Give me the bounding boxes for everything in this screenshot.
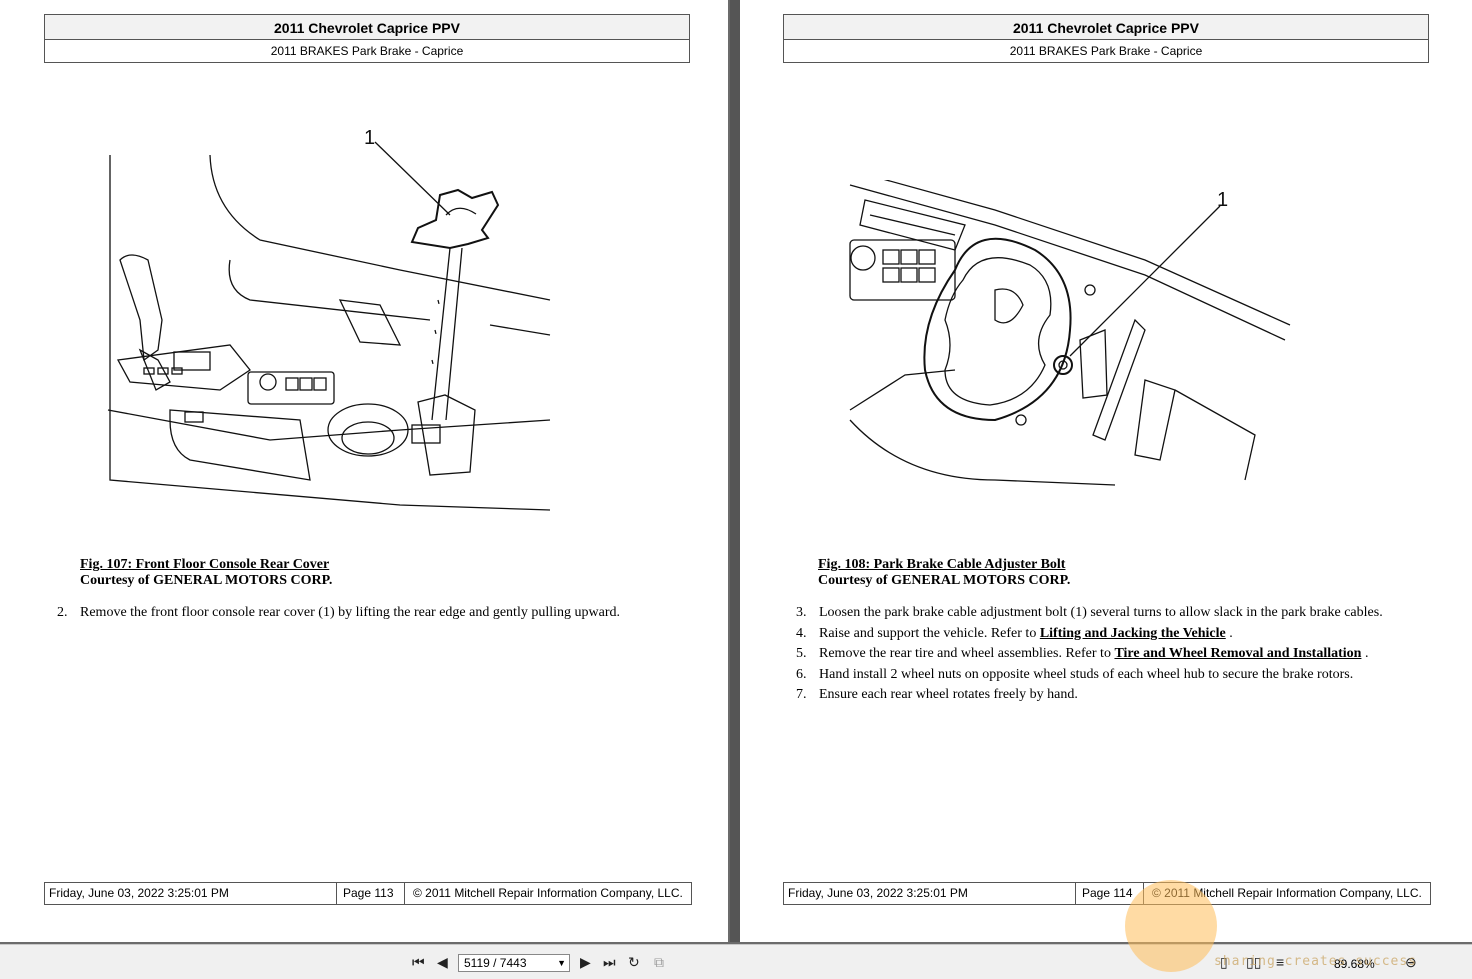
right-page: 2011 Chevrolet Caprice PPV 2011 BRAKES P… — [740, 0, 1472, 942]
step-item: 7.Ensure each rear wheel rotates freely … — [796, 687, 1078, 702]
footer-copyright: © 2011 Mitchell Repair Information Compa… — [1152, 886, 1422, 900]
two-page-icon[interactable]: ▯▯ — [1246, 954, 1262, 970]
figure-caption: Fig. 107: Front Floor Console Rear Cover… — [80, 557, 332, 589]
viewer-toolbar: ⏮ ◀ 5119 / 7443 ▼ ▶ ⏭ ↻ ⧉ ▯ ▯▯ ≡ 89.68% … — [0, 944, 1472, 979]
single-page-icon[interactable]: ▯ — [1220, 954, 1228, 970]
copy-icon[interactable]: ⧉ — [654, 954, 664, 970]
step-item: 6.Hand install 2 wheel nuts on opposite … — [796, 666, 1354, 682]
caption-title: Fig. 108: Park Brake Cable Adjuster Bolt — [818, 557, 1066, 572]
step-item: 5.Remove the rear tire and wheel assembl… — [796, 646, 1369, 661]
first-page-icon[interactable]: ⏮ — [412, 954, 425, 970]
step-item: 2.Remove the front floor console rear co… — [57, 605, 620, 620]
next-page-icon[interactable]: ▶ — [580, 954, 591, 970]
figure-callout: 1 — [364, 127, 375, 149]
watermark-text: sharing creates success — [1214, 954, 1418, 969]
link-tire-and-wheel-removal[interactable]: Tire and Wheel Removal and Installation — [1114, 646, 1362, 661]
caption-credit: Courtesy of GENERAL MOTORS CORP. — [80, 573, 333, 588]
figure-callout: 1 — [1217, 189, 1228, 211]
caption-credit: Courtesy of GENERAL MOTORS CORP. — [818, 573, 1071, 588]
zoom-out-icon[interactable]: ⊖ — [1405, 954, 1417, 970]
continuous-icon[interactable]: ≡ — [1276, 954, 1285, 970]
procedure-steps: 3.Loosen the park brake cable adjustment… — [796, 603, 1383, 706]
page-footer: Friday, June 03, 2022 3:25:01 PM Page 11… — [783, 882, 1431, 905]
footer-date: Friday, June 03, 2022 3:25:01 PM — [784, 883, 1076, 904]
caption-title: Fig. 107: Front Floor Console Rear Cover — [80, 557, 330, 572]
header-title: 2011 Chevrolet Caprice PPV — [784, 15, 1428, 40]
link-lifting-and-jacking[interactable]: Lifting and Jacking the Vehicle — [1039, 625, 1226, 641]
step-item: 3.Loosen the park brake cable adjustment… — [796, 605, 1383, 620]
figure-caption: Fig. 108: Park Brake Cable Adjuster Bolt… — [818, 557, 1070, 589]
header-subtitle: 2011 BRAKES Park Brake - Caprice — [1009, 44, 1203, 58]
last-page-icon[interactable]: ⏭ — [603, 954, 616, 970]
page-footer: Friday, June 03, 2022 3:25:01 PM Page 11… — [44, 882, 692, 905]
zoom-level[interactable]: 89.68% — [1334, 957, 1375, 971]
page-divider — [730, 0, 740, 942]
procedure-steps: 2.Remove the front floor console rear co… — [57, 603, 620, 624]
step-item: 4.Raise and support the vehicle. Refer t… — [796, 625, 1233, 641]
watermark-logo — [1125, 880, 1217, 972]
rotate-icon[interactable]: ↻ — [628, 954, 640, 970]
footer-page-number: Page 113 — [337, 883, 405, 904]
park-brake-adjuster-illustration: 1 — [849, 180, 1291, 486]
footer-date: Friday, June 03, 2022 3:25:01 PM — [45, 883, 337, 904]
page-header: 2011 Chevrolet Caprice PPV 2011 BRAKES P… — [783, 14, 1429, 63]
prev-page-icon[interactable]: ◀ — [437, 954, 448, 970]
left-page: 2011 Chevrolet Caprice PPV 2011 BRAKES P… — [0, 0, 728, 942]
page-header: 2011 Chevrolet Caprice PPV 2011 BRAKES P… — [44, 14, 690, 63]
footer-copyright: © 2011 Mitchell Repair Information Compa… — [413, 886, 683, 900]
console-rear-cover-illustration: 1 — [107, 127, 551, 511]
chevron-down-icon[interactable]: ▼ — [557, 958, 566, 968]
page-number-input[interactable]: 5119 / 7443 ▼ — [458, 954, 570, 972]
header-title: 2011 Chevrolet Caprice PPV — [45, 15, 689, 40]
header-subtitle: 2011 BRAKES Park Brake - Caprice — [270, 44, 464, 58]
